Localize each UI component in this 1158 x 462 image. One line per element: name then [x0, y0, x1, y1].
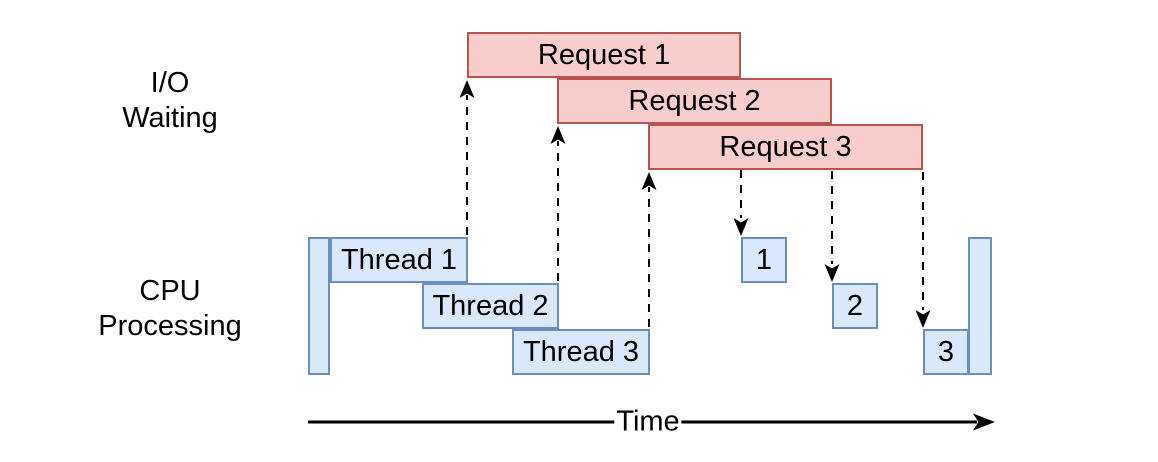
cpu-start-bar	[308, 237, 330, 375]
dispatch-arrow-2	[550, 126, 566, 281]
io-waiting-label: I/O Waiting	[80, 66, 260, 136]
thread-1-label: Thread 1	[340, 243, 458, 276]
io-waiting-label-line1: I/O	[150, 67, 190, 99]
thread-3-bar: Thread 3	[512, 329, 650, 375]
request-3-label: Request 3	[719, 130, 852, 163]
io-waiting-label-line2: Waiting	[122, 102, 218, 134]
completion-box-1: 1	[741, 237, 787, 283]
completion-arrow-3	[915, 172, 931, 328]
thread-1-bar: Thread 1	[330, 237, 468, 283]
cpu-processing-label-line1: CPU	[139, 275, 201, 307]
time-axis-label: Time	[614, 405, 682, 438]
completion-box-2-label: 2	[846, 289, 864, 322]
completion-box-3-label: 3	[937, 335, 955, 368]
request-1-bar: Request 1	[467, 32, 741, 78]
thread-2-label: Thread 2	[432, 289, 549, 322]
cpu-processing-label: CPU Processing	[60, 274, 280, 344]
request-2-bar: Request 2	[557, 78, 832, 124]
request-1-label: Request 1	[537, 38, 671, 71]
thread-3-label: Thread 3	[522, 335, 640, 368]
completion-box-2: 2	[832, 283, 878, 329]
cpu-processing-label-line2: Processing	[98, 310, 242, 342]
request-3-bar: Request 3	[648, 124, 923, 170]
dispatch-arrow-3	[641, 172, 657, 327]
thread-2-bar: Thread 2	[422, 283, 559, 329]
cpu-end-bar	[968, 237, 992, 375]
completion-box-3: 3	[923, 329, 969, 375]
completion-box-1-label: 1	[755, 243, 773, 276]
request-2-label: Request 2	[628, 84, 761, 117]
dispatch-arrow-1	[459, 80, 475, 235]
